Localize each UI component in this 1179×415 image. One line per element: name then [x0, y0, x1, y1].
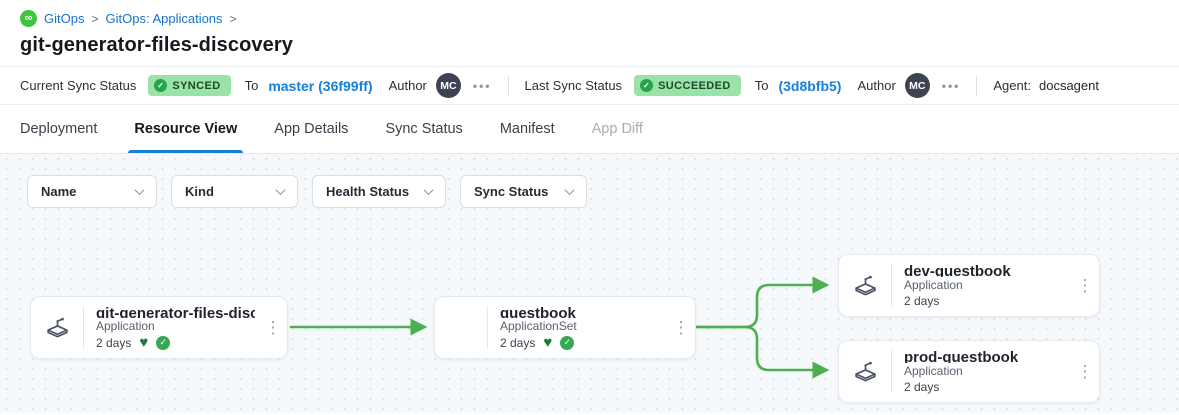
- filter-kind-dropdown[interactable]: Kind: [171, 175, 298, 208]
- node-menu-button[interactable]: ⋮: [264, 317, 282, 337]
- node-body: prod-guestbook Application 2 days: [892, 341, 1071, 402]
- application-icon: [839, 255, 891, 316]
- filter-label: Name: [41, 184, 77, 199]
- chevron-down-icon: [275, 185, 286, 196]
- resource-graph-canvas[interactable]: Name Kind Health Status Sync Status: [0, 154, 1179, 413]
- node-divider: [83, 306, 84, 349]
- node-title: guestbook: [500, 305, 576, 318]
- node-menu-button[interactable]: ⋮: [1076, 361, 1094, 381]
- section-divider: [976, 75, 978, 96]
- page-title: git-generator-files-discovery: [20, 34, 293, 56]
- more-actions-button[interactable]: •••: [941, 78, 961, 93]
- application-icon: [31, 297, 83, 358]
- section-divider: [507, 75, 509, 96]
- filter-sync-status-dropdown[interactable]: Sync Status: [460, 175, 587, 208]
- node-kind: Application: [96, 319, 155, 333]
- health-heart-icon: ♥: [543, 334, 553, 351]
- node-divider: [891, 350, 892, 393]
- graph-node-applicationset[interactable]: guestbook ApplicationSet 2 days ♥ ✓ ⋮: [434, 296, 696, 359]
- current-sync-status-label: Current Sync Status: [20, 78, 137, 93]
- tab-sync-status[interactable]: Sync Status: [385, 121, 463, 137]
- node-age: 2 days: [904, 294, 940, 308]
- last-revision-link[interactable]: (3d8bfb5): [778, 77, 842, 94]
- author-avatar: MC: [904, 73, 930, 98]
- node-title: git-generator-files-disco...: [96, 305, 255, 318]
- filter-name-dropdown[interactable]: Name: [27, 175, 157, 208]
- chevron-down-icon: [134, 185, 145, 196]
- node-menu-button[interactable]: ⋮: [672, 317, 690, 337]
- tab-bar: Deployment Resource View App Details Syn…: [0, 105, 1179, 154]
- node-age: 2 days: [96, 335, 132, 350]
- synced-badge-label: SYNCED: [172, 79, 221, 92]
- breadcrumb-separator: >: [91, 11, 99, 26]
- agent-label: Agent:: [993, 78, 1031, 93]
- node-body: dev-guestbook Application 2 days: [892, 255, 1071, 316]
- graph-node-prod-guestbook[interactable]: prod-guestbook Application 2 days ⋮: [838, 340, 1100, 403]
- chevron-down-icon: [564, 185, 575, 196]
- node-meta: 2 days: [904, 380, 1067, 394]
- filter-health-status-dropdown[interactable]: Health Status: [312, 175, 446, 208]
- node-divider: [487, 306, 488, 349]
- filter-label: Health Status: [326, 184, 410, 199]
- more-actions-button[interactable]: •••: [472, 78, 492, 93]
- tab-manifest[interactable]: Manifest: [499, 121, 555, 137]
- node-body: guestbook ApplicationSet 2 days ♥ ✓: [488, 297, 667, 358]
- node-meta: 2 days ♥ ✓: [500, 335, 663, 350]
- node-meta: 2 days: [904, 294, 1067, 308]
- filter-label: Sync Status: [474, 184, 549, 199]
- node-age: 2 days: [500, 335, 536, 350]
- node-kind: Application: [904, 364, 963, 378]
- filter-label: Kind: [185, 184, 214, 199]
- tab-deployment[interactable]: Deployment: [20, 121, 98, 137]
- author-label: Author: [857, 78, 896, 93]
- gitops-logo-icon: ∞: [20, 10, 37, 27]
- author-label: Author: [388, 78, 427, 93]
- node-body: git-generator-files-disco... Application…: [84, 297, 259, 358]
- status-bar: Current Sync Status ✓ SYNCED To master (…: [0, 66, 1179, 105]
- synced-status-badge: ✓ SYNCED: [148, 75, 231, 96]
- breadcrumb-link-gitops[interactable]: GitOps: [44, 11, 85, 26]
- succeeded-status-badge: ✓ SUCCEEDED: [634, 75, 741, 96]
- graph-edges: [289, 276, 830, 379]
- health-heart-icon: ♥: [139, 334, 149, 351]
- tab-app-details[interactable]: App Details: [274, 121, 349, 137]
- node-kind: ApplicationSet: [500, 319, 577, 333]
- graph-node-root-application[interactable]: git-generator-files-disco... Application…: [30, 296, 288, 359]
- tab-app-diff: App Diff: [591, 121, 643, 137]
- agent-value: docsagent: [1038, 78, 1099, 93]
- node-title: dev-guestbook: [904, 263, 1011, 277]
- to-label: To: [244, 78, 259, 93]
- page-header: ∞ GitOps > GitOps: Applications > git-ge…: [0, 0, 1179, 57]
- node-icon-area: [435, 297, 487, 358]
- node-divider: [891, 264, 892, 307]
- breadcrumb-link-applications[interactable]: GitOps: Applications: [105, 11, 223, 26]
- node-title: prod-guestbook: [904, 349, 1019, 363]
- graph-filters: Name Kind Health Status Sync Status: [27, 175, 587, 208]
- current-revision-link[interactable]: master (36f99ff): [268, 77, 373, 94]
- node-menu-button[interactable]: ⋮: [1076, 275, 1094, 295]
- application-icon: [839, 341, 891, 402]
- breadcrumb: ∞ GitOps > GitOps: Applications >: [20, 10, 1159, 27]
- check-circle-icon: ✓: [640, 79, 654, 92]
- node-kind: Application: [904, 278, 963, 292]
- last-sync-status-label: Last Sync Status: [524, 78, 623, 93]
- to-label: To: [754, 78, 769, 93]
- synced-check-icon: ✓: [156, 335, 171, 350]
- chevron-down-icon: [423, 185, 434, 196]
- tab-resource-view[interactable]: Resource View: [128, 105, 244, 153]
- succeeded-badge-label: SUCCEEDED: [658, 79, 731, 92]
- check-circle-icon: ✓: [154, 79, 168, 92]
- breadcrumb-separator: >: [229, 11, 237, 26]
- synced-check-icon: ✓: [560, 335, 575, 350]
- node-meta: 2 days ♥ ✓: [96, 335, 255, 350]
- node-age: 2 days: [904, 380, 940, 394]
- graph-node-dev-guestbook[interactable]: dev-guestbook Application 2 days ⋮: [838, 254, 1100, 317]
- author-avatar: MC: [435, 73, 461, 98]
